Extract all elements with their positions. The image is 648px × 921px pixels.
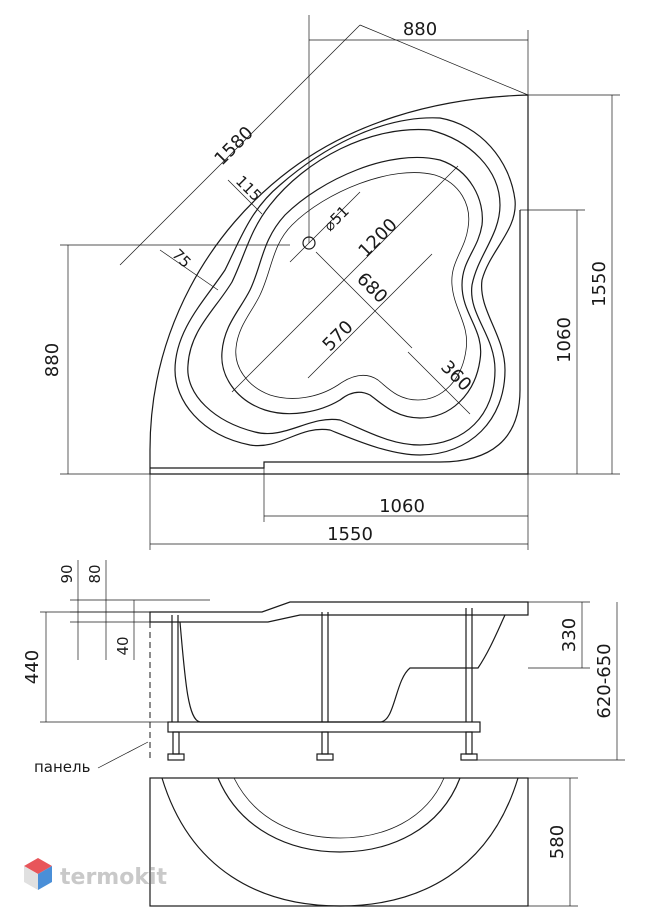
- dim-rim-75: 75: [168, 245, 194, 271]
- dim-line-diagonal-1580: [119, 24, 361, 266]
- dim-line-570: [307, 253, 433, 379]
- plan-outer-outline: [149, 94, 529, 475]
- side-view: 90 80 40 440 330 620-650 панель: [22, 560, 625, 776]
- plan-view: 880 1580 115 75 ⌀51 1200 680 570 360 880: [42, 15, 620, 550]
- dim-basin-570: 570: [319, 317, 358, 356]
- front-panel-outline: [149, 777, 529, 907]
- plan-inner-rim: [174, 117, 516, 456]
- dim-drain-51: ⌀51: [320, 202, 353, 235]
- termokit-logo-icon: [24, 858, 52, 890]
- dim-basin-680: 680: [352, 269, 391, 308]
- dim-basin-1200: 1200: [354, 214, 401, 261]
- panel-label: панель: [34, 758, 90, 776]
- side-rim: [149, 601, 529, 623]
- dim-right-1550: 1550: [589, 261, 610, 307]
- dim-right-1060: 1060: [554, 317, 575, 363]
- dim-top-880: 880: [403, 19, 437, 40]
- dim-bottom-1060: 1060: [379, 496, 425, 517]
- dim-side-40: 40: [114, 636, 132, 655]
- plan-rim-outline: [150, 210, 521, 469]
- plan-basin-inner: [221, 156, 483, 419]
- front-arc-inner: [217, 777, 461, 853]
- front-arc-inner2: [233, 777, 445, 839]
- dim-diagonal-1580: 1580: [210, 122, 257, 169]
- dim-side-440: 440: [22, 650, 43, 684]
- plan-basin-bottom: [235, 172, 470, 401]
- dim-rim-115: 115: [232, 172, 265, 205]
- termokit-logo-text: termokit: [60, 865, 167, 890]
- dim-side-330: 330: [559, 618, 580, 652]
- plan-basin-outer: [187, 128, 501, 446]
- dim-side-80: 80: [86, 564, 104, 583]
- dim-line-1200: [231, 165, 459, 393]
- front-view: 580: [149, 777, 578, 907]
- termokit-watermark: termokit: [24, 858, 167, 890]
- dim-side-620-650: 620-650: [594, 643, 615, 718]
- dim-side-90: 90: [58, 564, 76, 583]
- dim-front-580: 580: [547, 825, 568, 859]
- dim-bottom-1550: 1550: [327, 524, 373, 545]
- dim-left-880: 880: [42, 343, 63, 377]
- front-arc-outer: [161, 777, 519, 907]
- side-tub-body: [179, 614, 506, 723]
- side-frame-base: [167, 721, 481, 733]
